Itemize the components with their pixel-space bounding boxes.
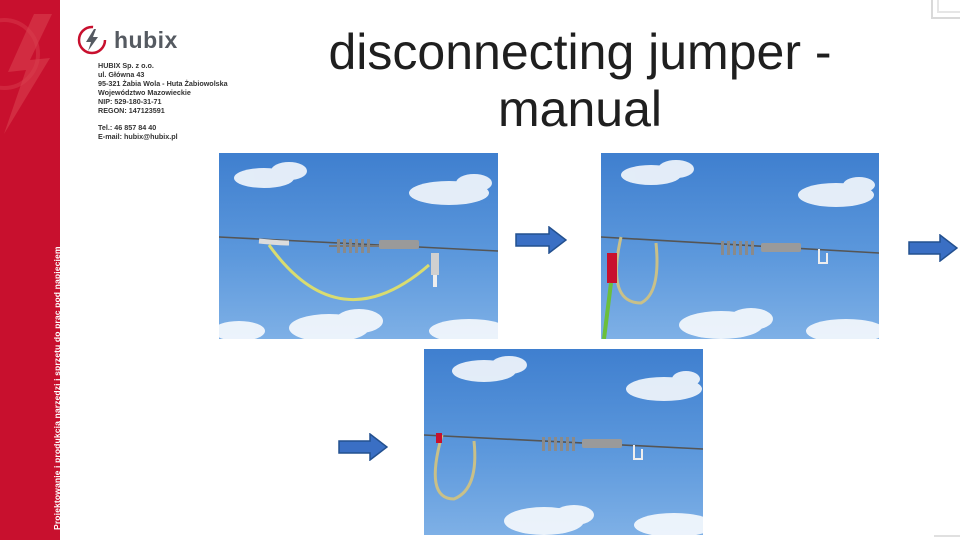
right-arrow-icon	[338, 433, 388, 461]
corner-decoration	[934, 535, 960, 537]
right-arrow-icon	[908, 234, 958, 262]
step-1-photo	[219, 153, 498, 339]
company-line: Województwo Mazowieckie	[98, 87, 191, 97]
company-line: 95-321 Żabia Wola - Huta Żabiowolska	[98, 78, 228, 88]
title-line-1: disconnecting jumper -	[328, 24, 832, 80]
title-line-2: manual	[498, 81, 662, 137]
company-phone: Tel.: 46 857 84 40	[98, 123, 157, 133]
company-logo: hubix	[76, 20, 206, 60]
company-line: ul. Główna 43	[98, 69, 145, 79]
company-email: E-mail: hubix@hubix.pl	[98, 132, 178, 142]
right-arrow-icon	[515, 226, 567, 254]
company-line: NIP: 529-180-31-71	[98, 96, 162, 106]
corner-decoration	[931, 0, 960, 19]
brand-name: hubix	[114, 27, 178, 53]
company-line: HUBIX Sp. z o.o.	[98, 61, 154, 70]
brand-sidebar: Projektowanie i produkcja narzędzi i spr…	[0, 0, 60, 540]
lightning-bolt-icon	[77, 25, 107, 55]
lightning-bolt-watermark-icon	[0, 14, 52, 134]
company-line: REGON: 147123591	[98, 105, 165, 115]
sidebar-tagline: Projektowanie i produkcja narzędzi i spr…	[52, 246, 60, 530]
slide-title: disconnecting jumper - manual	[290, 24, 870, 138]
step-3-photo	[424, 349, 703, 535]
step-2-photo	[601, 153, 879, 339]
company-info: HUBIX Sp. z o.o. ul. Główna 43 95-321 Ża…	[98, 61, 228, 142]
